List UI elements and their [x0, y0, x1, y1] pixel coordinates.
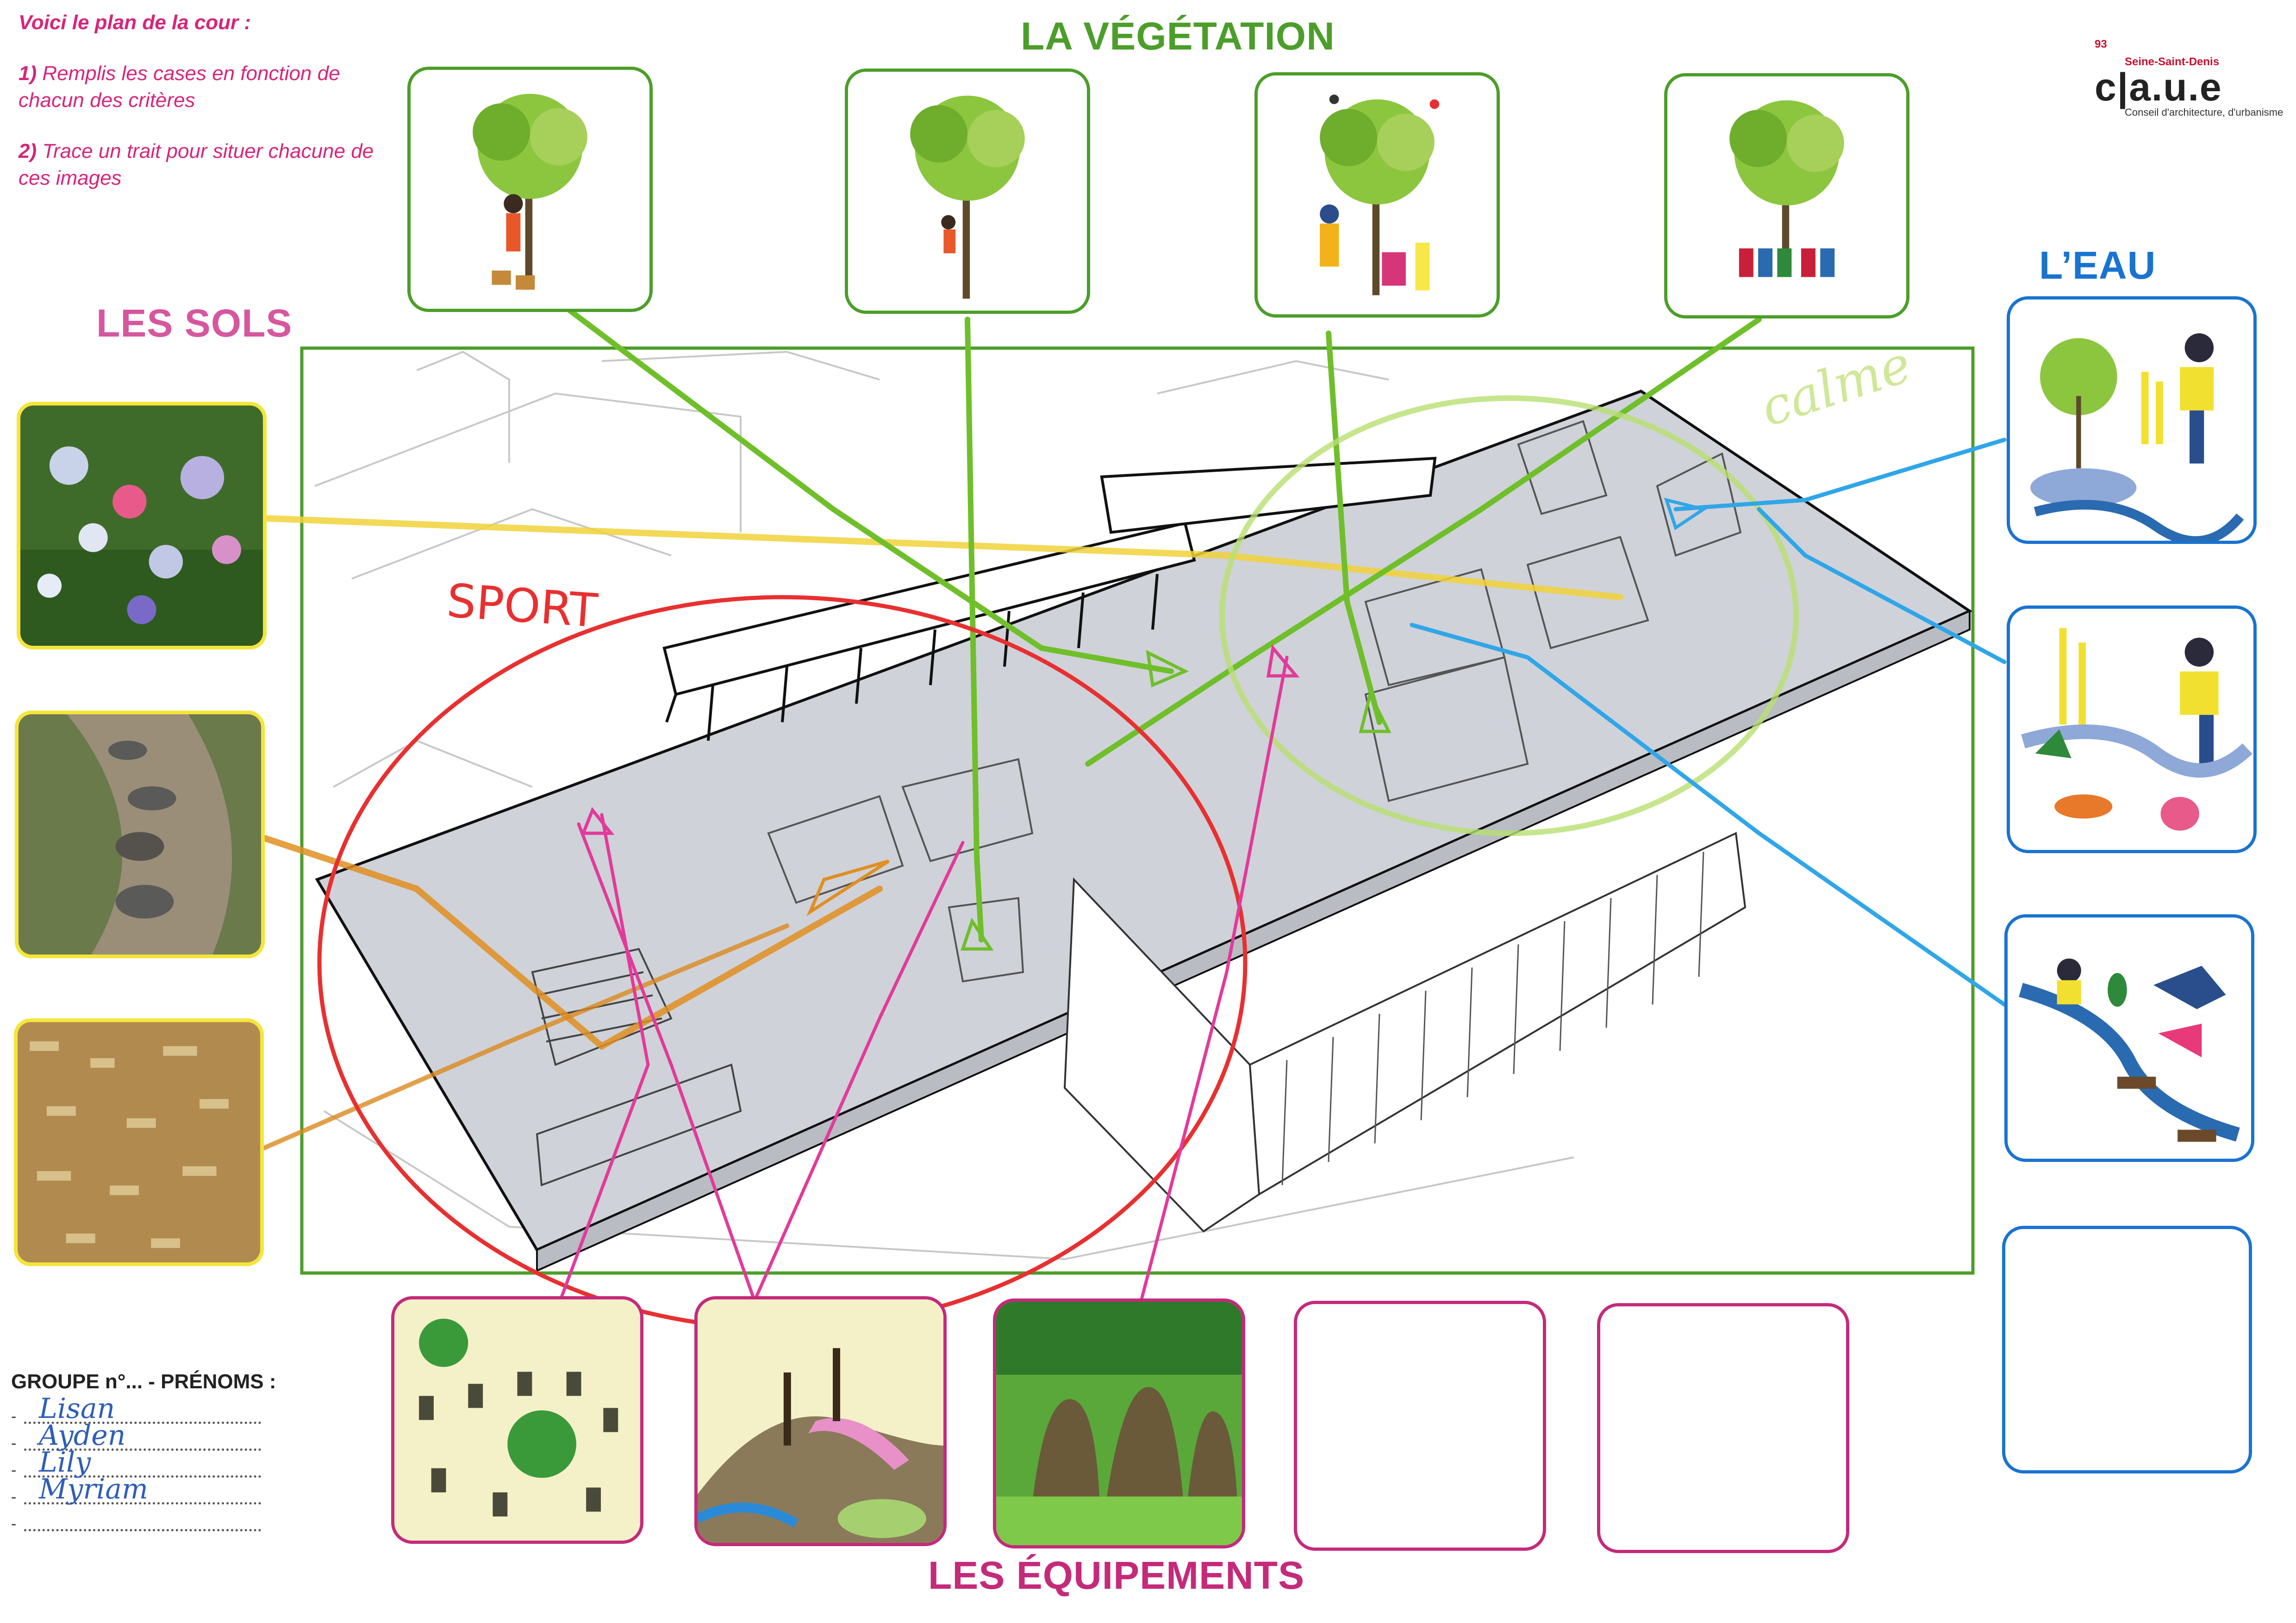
eau-card-3[interactable] [2004, 914, 2254, 1162]
willow-huts-drawing [996, 1302, 1242, 1545]
caue-logo: 93 Seine-Saint-Denis c|a.u.e Conseil d'a… [2095, 38, 2283, 121]
sols-card-stepping-stones[interactable] [15, 711, 265, 958]
vegetation-title: LA VÉGÉTATION [1021, 14, 1335, 58]
water-plants-icon [2030, 333, 2244, 541]
step-2-number: 2) [19, 140, 37, 162]
equipement-card-1[interactable] [391, 1296, 643, 1544]
tree-climbing-child-icon [910, 95, 1025, 299]
eau-card-1[interactable] [2007, 296, 2257, 544]
vegetation-card-3[interactable] [1254, 72, 1500, 318]
vegetation-card-1[interactable] [407, 67, 653, 312]
equipement-card-2[interactable] [694, 1296, 947, 1546]
building-block [1063, 832, 1747, 1233]
equipement-card-4-empty[interactable] [1294, 1301, 1546, 1551]
equipements-title: LES ÉQUIPEMENTS [928, 1554, 1305, 1597]
garden-plots [767, 420, 1742, 983]
group-title: GROUPE n°... - PRÉNOMS : [11, 1370, 276, 1393]
instructions-heading: Voici le plan de la cour : [19, 11, 251, 34]
name-row-5[interactable]: - [11, 1509, 298, 1536]
name-row-2[interactable]: -Ayden [11, 1419, 298, 1455]
sols-card-flowers[interactable] [17, 402, 267, 649]
step-2-text: Trace un trait pour situer chacune de ce… [19, 140, 374, 189]
tree-with-birds-icon [1320, 94, 1440, 295]
flower-meadow-photo [20, 406, 263, 646]
instruction-step-2: 2) Trace un trait pour situer chacune de… [19, 138, 380, 192]
sols-card-wood-chips[interactable] [14, 1018, 264, 1266]
step-1-number: 1) [19, 62, 37, 85]
plan-frame [300, 346, 1975, 1275]
vegetation-card-4[interactable] [1664, 73, 1909, 318]
logo-subtitle: Conseil d'architecture, d'urbanisme [2125, 106, 2284, 118]
name-3: Lily [39, 1446, 91, 1479]
tree-with-group-icon [1729, 100, 1844, 277]
preau [662, 456, 1437, 741]
water-play-icon [2019, 958, 2240, 1142]
name-row-3[interactable]: -Lily [11, 1446, 298, 1482]
logo-name: c|a.u.e [2095, 65, 2222, 109]
name-2: Ayden [39, 1419, 126, 1452]
name-row-4[interactable]: -Myriam [11, 1473, 298, 1509]
equipement-card-5-empty[interactable] [1597, 1303, 1849, 1553]
wood-chips-photo [18, 1022, 260, 1262]
sport-annotation: SPORT [445, 573, 599, 638]
name-4: Myriam [39, 1473, 148, 1505]
logo-region: Seine-Saint-Denis [2125, 56, 2220, 68]
arrow-heads [580, 498, 1708, 951]
water-fauna-icon [2021, 628, 2252, 831]
stumps-seating-drawing [394, 1299, 640, 1541]
tree-with-child-icon [473, 94, 587, 290]
step-1-text: Remplis les cases en fonction de chacun … [19, 62, 340, 112]
eau-card-2[interactable] [2007, 606, 2257, 853]
vegetation-card-2[interactable] [845, 69, 1090, 314]
group-names: GROUPE n°... - PRÉNOMS : -Lisan -Ayden -… [11, 1370, 298, 1536]
instruction-step-1: 1) Remplis les cases en fonction de chac… [19, 60, 380, 114]
stepping-stones-photo [19, 714, 261, 955]
name-1: Lisan [39, 1392, 115, 1425]
name-row-1[interactable]: -Lisan [11, 1392, 298, 1429]
logo-number: 93 [2095, 38, 2107, 50]
sols-title: LES SOLS [96, 301, 293, 345]
equipement-card-3[interactable] [993, 1298, 1245, 1548]
eau-card-4-empty[interactable] [2002, 1226, 2252, 1473]
eau-title: L’EAU [2039, 243, 2156, 287]
instructions: Voici le plan de la cour : 1) Remplis le… [19, 9, 380, 216]
play-hill-slide-drawing [698, 1299, 943, 1543]
